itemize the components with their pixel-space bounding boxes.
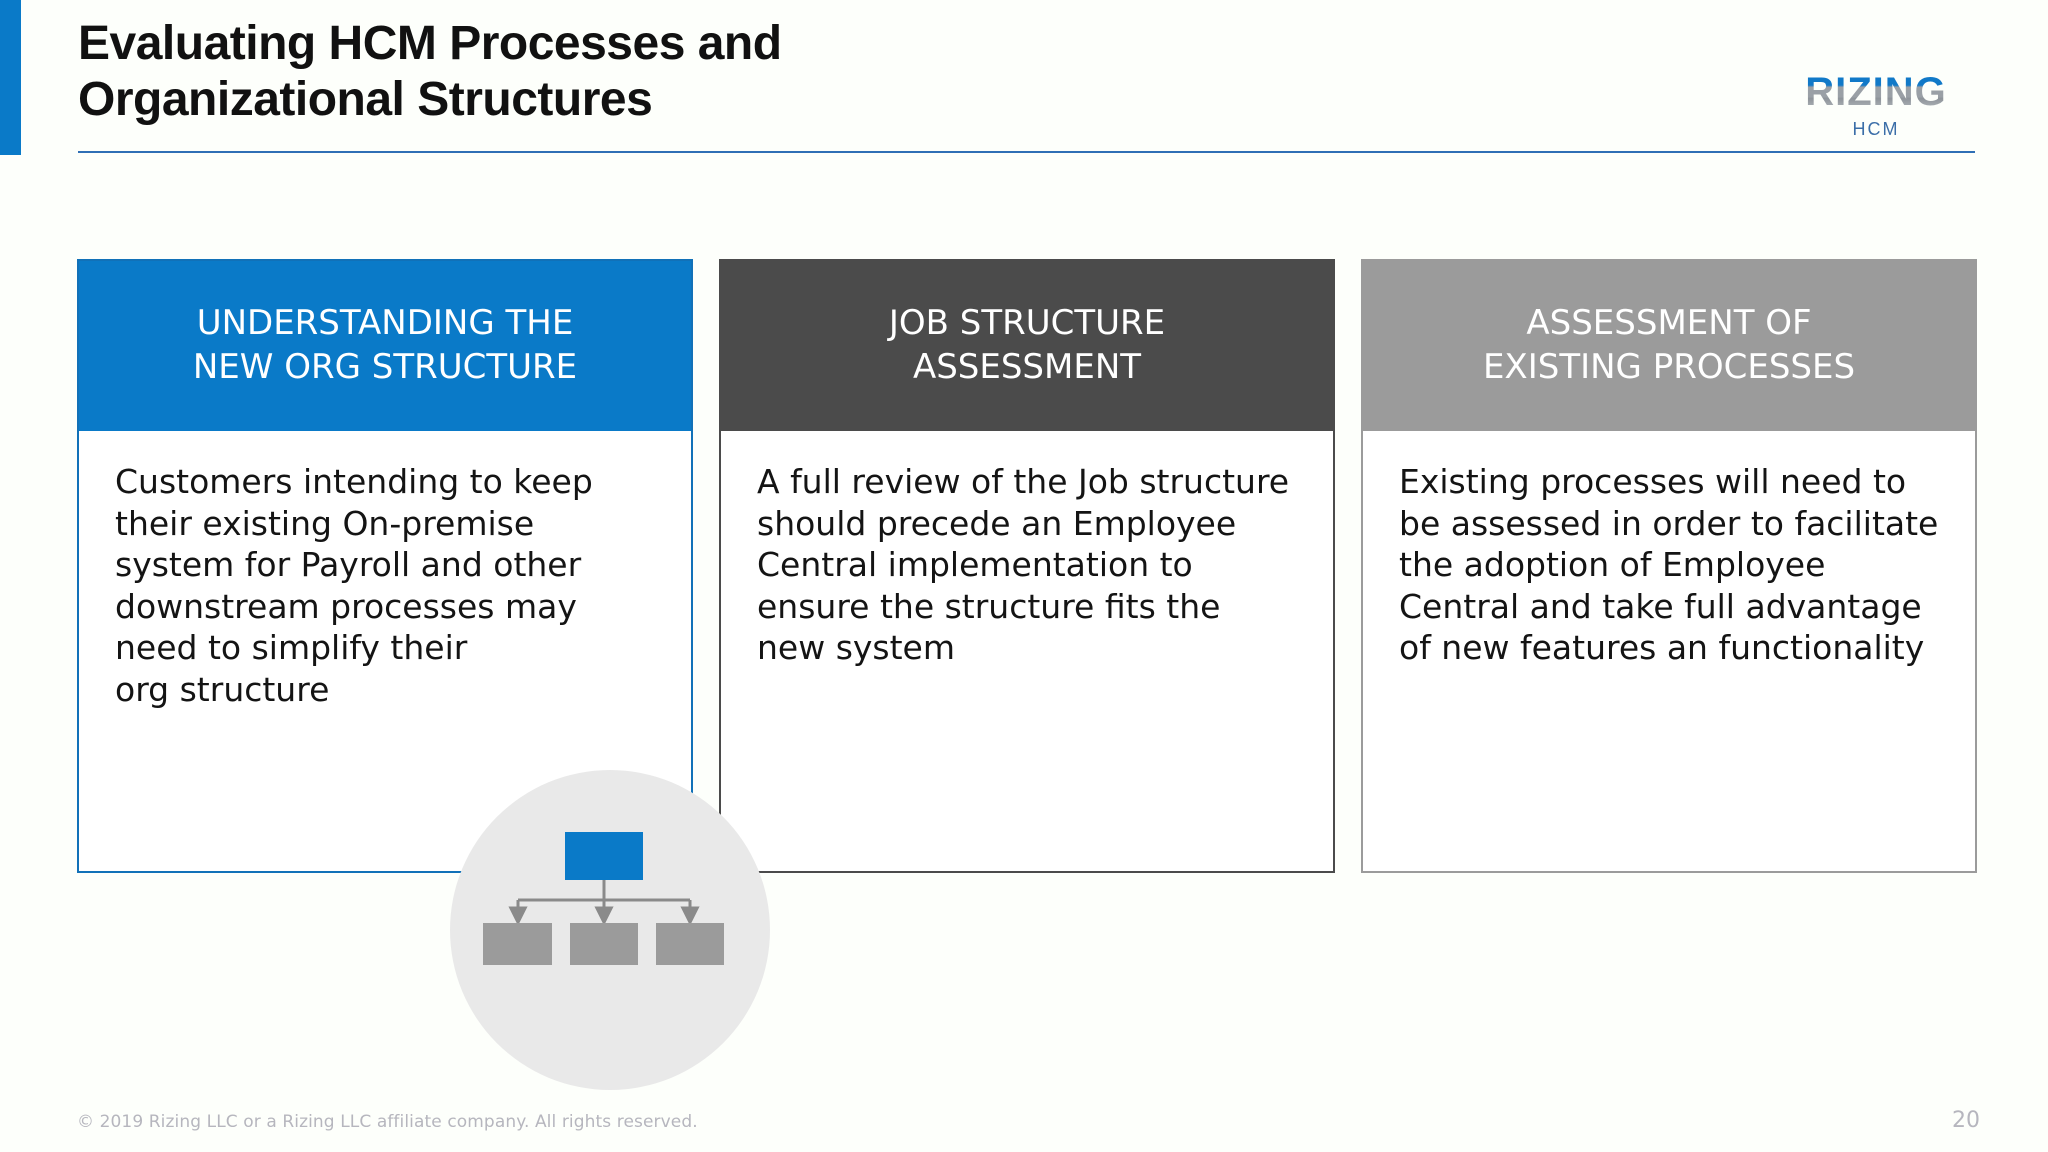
card-body-text: A full review of the Job structure shoul… bbox=[757, 462, 1290, 668]
card-body-text: Customers intending to keep their existi… bbox=[115, 462, 593, 709]
org-chart-illustration bbox=[450, 770, 770, 1090]
left-accent-bar bbox=[0, 0, 21, 155]
footer-copyright: © 2019 Rizing LLC or a Rizing LLC affili… bbox=[77, 1112, 698, 1132]
card-body-text: Existing processes will need to be asses… bbox=[1399, 462, 1939, 668]
card-understanding-new-org-structure: UNDERSTANDING THE NEW ORG STRUCTURE Cust… bbox=[77, 259, 693, 873]
logo-wordmark: RIZING bbox=[1805, 70, 1947, 114]
rizing-logo: RIZING HCM bbox=[1776, 72, 1976, 138]
card-row: UNDERSTANDING THE NEW ORG STRUCTURE Cust… bbox=[77, 259, 1977, 873]
org-parent-node bbox=[565, 832, 643, 880]
org-child-node-2 bbox=[570, 923, 638, 965]
card-job-structure-assessment: JOB STRUCTURE ASSESSMENT A full review o… bbox=[719, 259, 1335, 873]
card-header-title: JOB STRUCTURE ASSESSMENT bbox=[721, 261, 1333, 431]
org-child-node-3 bbox=[656, 923, 724, 965]
org-child-node-1 bbox=[483, 923, 552, 965]
page-title: Evaluating HCM Processes and Organizatio… bbox=[78, 17, 782, 126]
page-number: 20 bbox=[1952, 1108, 1980, 1133]
card-header-title: UNDERSTANDING THE NEW ORG STRUCTURE bbox=[79, 261, 691, 431]
card-header-title: ASSESSMENT OF EXISTING PROCESSES bbox=[1363, 261, 1975, 431]
card-assessment-of-existing-processes: ASSESSMENT OF EXISTING PROCESSES Existin… bbox=[1361, 259, 1977, 873]
org-chart-icon bbox=[483, 832, 724, 965]
title-divider bbox=[78, 151, 1975, 153]
logo-subtext: HCM bbox=[1852, 119, 1900, 139]
